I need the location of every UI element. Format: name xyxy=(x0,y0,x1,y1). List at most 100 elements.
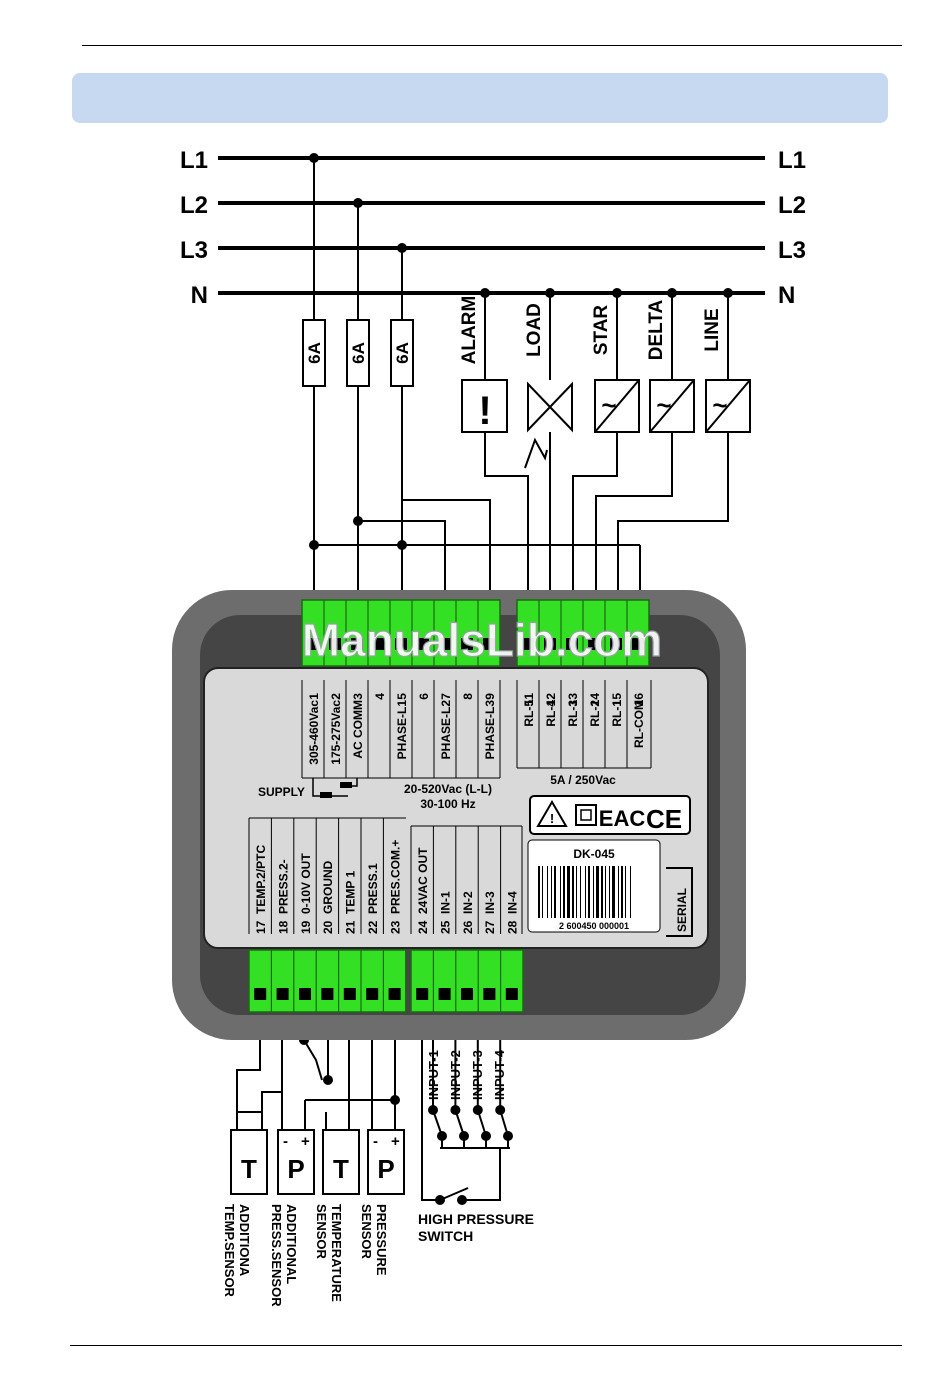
sensor-box xyxy=(367,1129,405,1195)
load-label-load: LOAD xyxy=(524,303,545,357)
barcode-bar xyxy=(547,866,548,918)
barcode-bar xyxy=(625,866,626,918)
barcode-bar xyxy=(551,866,552,918)
ac-symbol-icon: ~ xyxy=(601,390,616,420)
header-band xyxy=(72,73,888,123)
terminal-screw xyxy=(366,988,379,1000)
terminal-number: 26 xyxy=(461,920,475,934)
barcode-bar xyxy=(572,866,574,918)
eac-mark: EAC xyxy=(599,806,646,831)
valve-icon xyxy=(527,381,573,433)
components xyxy=(230,319,751,1195)
bus-tap-dot xyxy=(353,198,363,208)
terminal-screw xyxy=(329,638,341,650)
ac-symbol-icon: ~ xyxy=(656,390,671,420)
bus-label-left-n: N xyxy=(191,282,208,309)
sensor-caption: ADDITIONALPRESS.SENSOR xyxy=(269,1204,299,1307)
terminal-label: IN-1 xyxy=(438,891,452,914)
bus-label-left-l3: L3 xyxy=(180,237,208,264)
terminal-screw xyxy=(373,638,385,650)
terminal-label: RL-3 xyxy=(566,700,580,727)
input-label: INPUT-2 xyxy=(448,1050,463,1100)
junction-dot xyxy=(309,540,319,550)
barcode-bar xyxy=(596,866,599,918)
terminal-number: 5 xyxy=(395,693,409,700)
model-number: DK-045 xyxy=(573,847,615,861)
bus-label-left-l1: L1 xyxy=(180,147,208,174)
bus-label-right-l2: L2 xyxy=(778,192,806,219)
barcode-bar xyxy=(609,866,610,918)
terminal-label: PHASE-L2 xyxy=(439,700,453,760)
terminal-number: 2 xyxy=(329,693,343,700)
input-label: INPUT-1 xyxy=(426,1050,441,1100)
input-24v-wire xyxy=(421,1000,440,1201)
contactor-diagonal xyxy=(594,379,640,433)
sensor-polarity-plus: + xyxy=(301,1133,310,1150)
terminal-label: 24VAC OUT xyxy=(416,847,430,914)
terminal-screw xyxy=(544,638,556,650)
terminal-label: IN-3 xyxy=(483,891,497,914)
fuse xyxy=(302,319,326,387)
sensor-caption: PRESSURESENSOR xyxy=(359,1204,389,1276)
load-label-delta: DELTA xyxy=(646,299,667,360)
bottom-terminal-block-left xyxy=(248,949,407,1013)
terminal-label: TEMP 1 xyxy=(344,871,358,914)
line-return xyxy=(617,432,729,600)
fuse xyxy=(346,319,370,387)
terminal-number: 21 xyxy=(344,920,358,934)
sensor-polarity-plus: + xyxy=(391,1133,400,1150)
terminal-number: 23 xyxy=(388,920,402,934)
barcode-bar xyxy=(588,866,590,918)
sensor-symbol: P xyxy=(377,1154,394,1184)
barcode-bar xyxy=(618,866,619,918)
terminal-label: PRESS.2- xyxy=(276,859,290,914)
supply-jumper xyxy=(346,778,358,787)
barcode-bar xyxy=(630,866,631,918)
watermark: ManualsLib.com xyxy=(302,614,662,666)
terminal-number: 27 xyxy=(483,920,497,934)
sensor-caption: ADDITIONATEMP.SENSOR xyxy=(222,1204,252,1298)
top-terminal-block-left xyxy=(301,599,501,667)
terminal-label: 175-275Vac xyxy=(329,700,343,765)
bottom-rule xyxy=(70,1345,902,1346)
serial-label: SERIAL xyxy=(675,888,689,932)
terminal-number: 12 xyxy=(544,693,558,707)
terminal-number: 17 xyxy=(254,920,268,934)
barcode-bar xyxy=(601,866,603,918)
hps-wire xyxy=(462,1148,501,1201)
phase-voltage-note: 20-520Vac (L-L) xyxy=(404,782,492,796)
sensor-symbol: T xyxy=(333,1154,349,1184)
terminal-screw xyxy=(632,638,644,650)
barcode-bar xyxy=(585,866,586,918)
bus-label-left-l2: L2 xyxy=(180,192,208,219)
terminal-number: 6 xyxy=(417,693,431,700)
terminal-screw xyxy=(610,638,622,650)
alarm-return xyxy=(484,432,529,600)
terminal-number: 24 xyxy=(416,920,430,934)
sensor-symbol: T xyxy=(241,1154,257,1184)
terminal-screw xyxy=(417,638,429,650)
fuse-rating: 6A xyxy=(349,342,368,364)
terminal-number: 16 xyxy=(632,693,646,707)
l2-to-phase xyxy=(358,520,446,600)
terminal-screw xyxy=(439,638,451,650)
delta-return xyxy=(595,432,673,600)
terminal-screw xyxy=(483,988,496,1000)
load-label-alarm: ALARM xyxy=(459,296,480,365)
terminal-number: 28 xyxy=(506,920,520,934)
terminal-number: 1 xyxy=(307,693,321,700)
valve-actuator-icon xyxy=(524,437,548,469)
barcode-bar xyxy=(560,866,561,918)
terminal-label: RL-5 xyxy=(522,700,536,727)
relay-rating-note: 5A / 250Vac xyxy=(550,773,616,787)
terminal-number: 20 xyxy=(321,920,335,934)
controller-device xyxy=(172,590,746,1040)
ce-mark: CE xyxy=(646,804,682,834)
sensor-polarity-minus: - xyxy=(283,1133,288,1150)
terminal-number: 13 xyxy=(566,693,580,707)
bus-tap-dot xyxy=(397,243,407,253)
fuse xyxy=(390,319,414,387)
supply-link xyxy=(340,782,352,788)
terminal-screw xyxy=(388,988,401,1000)
